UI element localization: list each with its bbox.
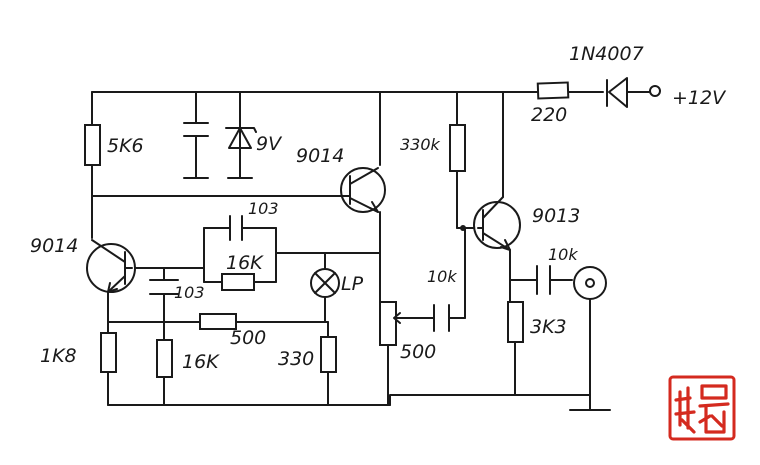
resistor-16k-feedback-label: 16K <box>226 252 264 274</box>
resistor-330k-label: 330k <box>400 135 441 154</box>
resistor-16k-feedback <box>221 273 255 291</box>
series-resistor-label: 220 <box>531 104 567 126</box>
resistor-330k <box>449 124 466 172</box>
transistor-q1 <box>86 239 136 293</box>
transistor-q3 <box>473 196 521 251</box>
transistor-q2 <box>340 167 386 213</box>
capacitor-10k-mid-label: 10k <box>427 267 457 286</box>
q1-label: 9014 <box>30 235 78 257</box>
diode-1n4007 <box>606 77 628 108</box>
capacitor-10k-out-label: 10k <box>548 245 578 264</box>
output-jack <box>573 266 607 300</box>
zener-label: 9V <box>256 133 283 155</box>
zener-diode <box>225 122 257 179</box>
pot-500-label: 500 <box>400 341 436 363</box>
resistor-500-horizontal <box>199 313 237 330</box>
resistor-5k6 <box>84 124 101 166</box>
diode-label: 1N4007 <box>569 43 644 65</box>
capacitor-103-left-label: 103 <box>174 283 205 302</box>
resistor-330-label: 330 <box>278 348 314 370</box>
resistor-16k-bottom <box>156 339 173 378</box>
lamp-label: LP <box>341 273 364 295</box>
supply-voltage-label: +12V <box>672 87 727 109</box>
resistor-3k3-label: 3K3 <box>530 316 567 338</box>
resistor-3k3 <box>507 301 524 343</box>
series-resistor-220 <box>536 81 570 100</box>
resistor-330 <box>320 336 337 373</box>
resistor-16k-bottom-label: 16K <box>182 351 220 373</box>
capacitor-10k-mid <box>433 304 450 332</box>
q2-label: 9014 <box>296 145 344 167</box>
electrolytic-capacitor <box>183 122 209 179</box>
supply-terminal <box>649 85 661 97</box>
potentiometer-500 <box>379 301 407 346</box>
junctions <box>460 225 466 231</box>
resistor-500-label: 500 <box>230 327 266 349</box>
resistor-1k8 <box>100 332 117 373</box>
resistor-1k8-label: 1K8 <box>40 345 77 367</box>
red-seal-stamp <box>668 375 736 441</box>
resistor-5k6-label: 5K6 <box>107 135 144 157</box>
q3-label: 9013 <box>532 205 580 227</box>
capacitor-10k-out <box>536 265 551 295</box>
lamp-lp <box>310 268 340 298</box>
capacitor-103-top <box>229 215 243 241</box>
capacitor-103-left <box>149 279 179 295</box>
capacitor-103-top-label: 103 <box>248 199 279 218</box>
